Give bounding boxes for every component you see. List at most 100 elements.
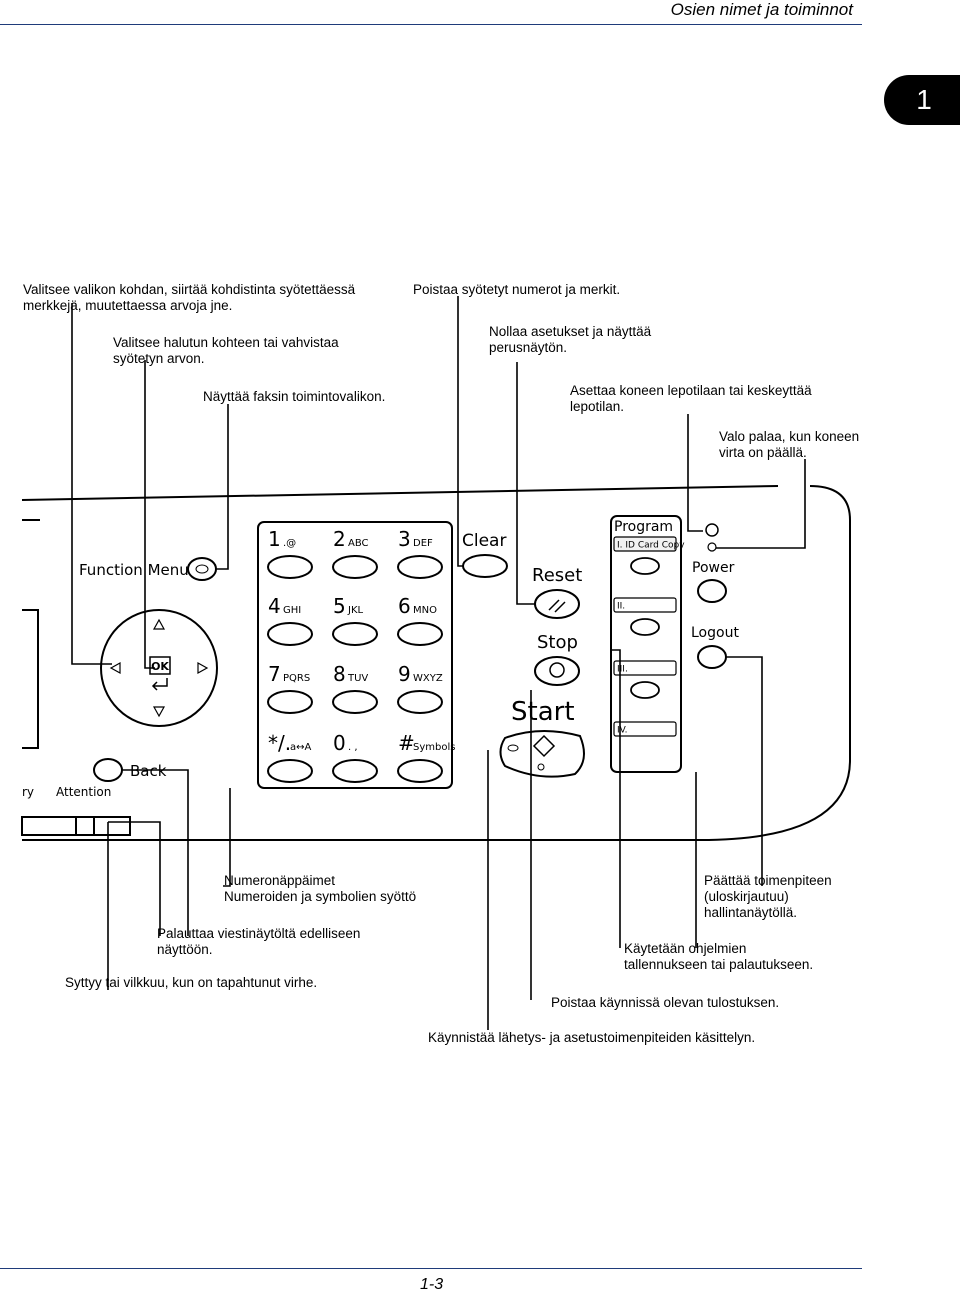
key-sub: JKL [347, 605, 364, 616]
back-label: Back [130, 762, 167, 780]
leader-lines [71, 296, 806, 1030]
reset-button[interactable] [534, 589, 580, 619]
key-digit: 7 [268, 662, 281, 686]
key-digit: 5 [333, 594, 346, 618]
program-slot-label-box [613, 536, 677, 552]
function-menu-button[interactable] [187, 557, 217, 581]
annotation-power: Asettaa koneen lepotilaan tai keskeyttää… [570, 383, 812, 414]
enter-icon [151, 678, 168, 691]
program-button[interactable] [630, 618, 660, 636]
annotation-power-light: Valo palaa, kun koneen virta on päällä. [719, 429, 860, 460]
stop-button[interactable] [534, 656, 580, 686]
key-digit: 8 [333, 662, 346, 686]
annotation-logout: Päättää toimenpiteen (uloskirjautuu) hal… [704, 873, 832, 920]
chapter-tab: 1 [884, 75, 960, 125]
annotation-confirm: Valitsee halutun kohteen tai vahvistaa s… [113, 335, 339, 366]
key-digit: 2 [333, 527, 346, 551]
key-button[interactable] [267, 622, 313, 646]
back-button[interactable] [93, 758, 123, 782]
annotation-select-item: Valitsee valikon kohdan, siirtää kohdist… [23, 282, 356, 313]
right-arrow-icon[interactable] [197, 661, 209, 675]
annotation-stop: Poistaa käynnissä olevan tulostuksen. [551, 995, 780, 1010]
key-button[interactable] [397, 690, 443, 714]
key-sub: ABC [348, 538, 369, 549]
key-digit: 0 [333, 731, 346, 755]
program-button[interactable] [630, 557, 660, 575]
key-button[interactable] [267, 555, 313, 579]
key-digit: 9 [398, 662, 411, 686]
start-lamp [537, 763, 545, 771]
clear-label: Clear [462, 531, 506, 551]
key-sub: . , [348, 742, 358, 753]
clear-button[interactable] [462, 554, 508, 578]
key-digit: 6 [398, 594, 411, 618]
annotation-back: Palauttaa viestinäytöltä edelliseen näyt… [157, 926, 361, 957]
ok-button[interactable] [149, 656, 171, 675]
page-number: 1-3 [420, 1276, 444, 1293]
left-arrow-icon[interactable] [109, 661, 121, 675]
program-slot-label-box [613, 660, 677, 676]
key-sub: TUV [347, 673, 368, 684]
power-label: Power [692, 560, 735, 576]
logout-label: Logout [691, 625, 739, 641]
program-slot-label: III. [617, 665, 628, 675]
function-menu-label: Function Menu [79, 561, 189, 579]
key-button[interactable] [267, 690, 313, 714]
key-button[interactable] [397, 622, 443, 646]
function-menu-icon [195, 564, 209, 574]
key-digit: # [398, 731, 415, 755]
key-sub: a↔A [290, 742, 312, 753]
key-sub: MNO [413, 605, 437, 616]
navigation-ring[interactable] [100, 609, 218, 727]
key-digit: 3 [398, 527, 411, 551]
key-sub: DEF [413, 538, 433, 549]
key-button[interactable] [332, 622, 378, 646]
power-button[interactable] [697, 579, 727, 603]
partial-left-label: ry [22, 785, 34, 799]
up-arrow-icon[interactable] [152, 618, 166, 630]
annotation-clear: Poistaa syötetyt numerot ja merkit. [413, 282, 621, 297]
program-label: Program [614, 519, 673, 535]
key-sub: GHI [283, 605, 301, 616]
key-digit: 4 [268, 594, 281, 618]
start-indicator-light [507, 744, 519, 752]
power-indicator-icon [705, 523, 719, 537]
annotation-numeric: Numeronäppäimet Numeroiden ja symbolien … [224, 873, 417, 904]
key-sub: Symbols [413, 742, 455, 753]
key-button[interactable] [397, 555, 443, 579]
program-slot-label: IV. [617, 726, 628, 736]
annotation-fax-menu: Näyttää faksin toimintovalikon. [203, 389, 386, 404]
start-label: Start [511, 697, 575, 727]
annotation-program: Käytetään ohjelmien tallennukseen tai pa… [624, 941, 814, 972]
logout-button[interactable] [697, 645, 727, 669]
program-slot-label: I. ID Card Copy [617, 541, 685, 551]
key-button[interactable] [332, 690, 378, 714]
down-arrow-icon[interactable] [152, 706, 166, 718]
power-lamp [707, 542, 717, 552]
key-button[interactable] [332, 555, 378, 579]
annotation-start: Käynnistää lähetys- ja asetustoimenpitei… [428, 1030, 756, 1045]
program-slot-label-box [613, 721, 677, 737]
key-digit: 1 [268, 527, 281, 551]
key-sub: .@ [283, 538, 296, 549]
program-slot-label: II. [617, 602, 625, 612]
annotation-reset: Nollaa asetukset ja näyttää perusnäytön. [489, 324, 652, 355]
header-rule [0, 24, 862, 25]
reset-label: Reset [532, 565, 582, 586]
program-button[interactable] [630, 681, 660, 699]
key-button[interactable] [397, 759, 443, 783]
stop-icon [549, 662, 565, 678]
key-sub: WXYZ [413, 673, 443, 684]
start-icon [532, 734, 556, 758]
key-button[interactable] [332, 759, 378, 783]
reset-icon [548, 599, 566, 613]
ok-label: OK [151, 660, 169, 673]
key-button[interactable] [267, 759, 313, 783]
attention-label: Attention [56, 785, 111, 799]
annotation-attention: Syttyy tai vilkkuu, kun on tapahtunut vi… [65, 975, 318, 990]
stop-label: Stop [537, 632, 578, 653]
page-header-title: Osien nimet ja toiminnot [670, 0, 853, 19]
